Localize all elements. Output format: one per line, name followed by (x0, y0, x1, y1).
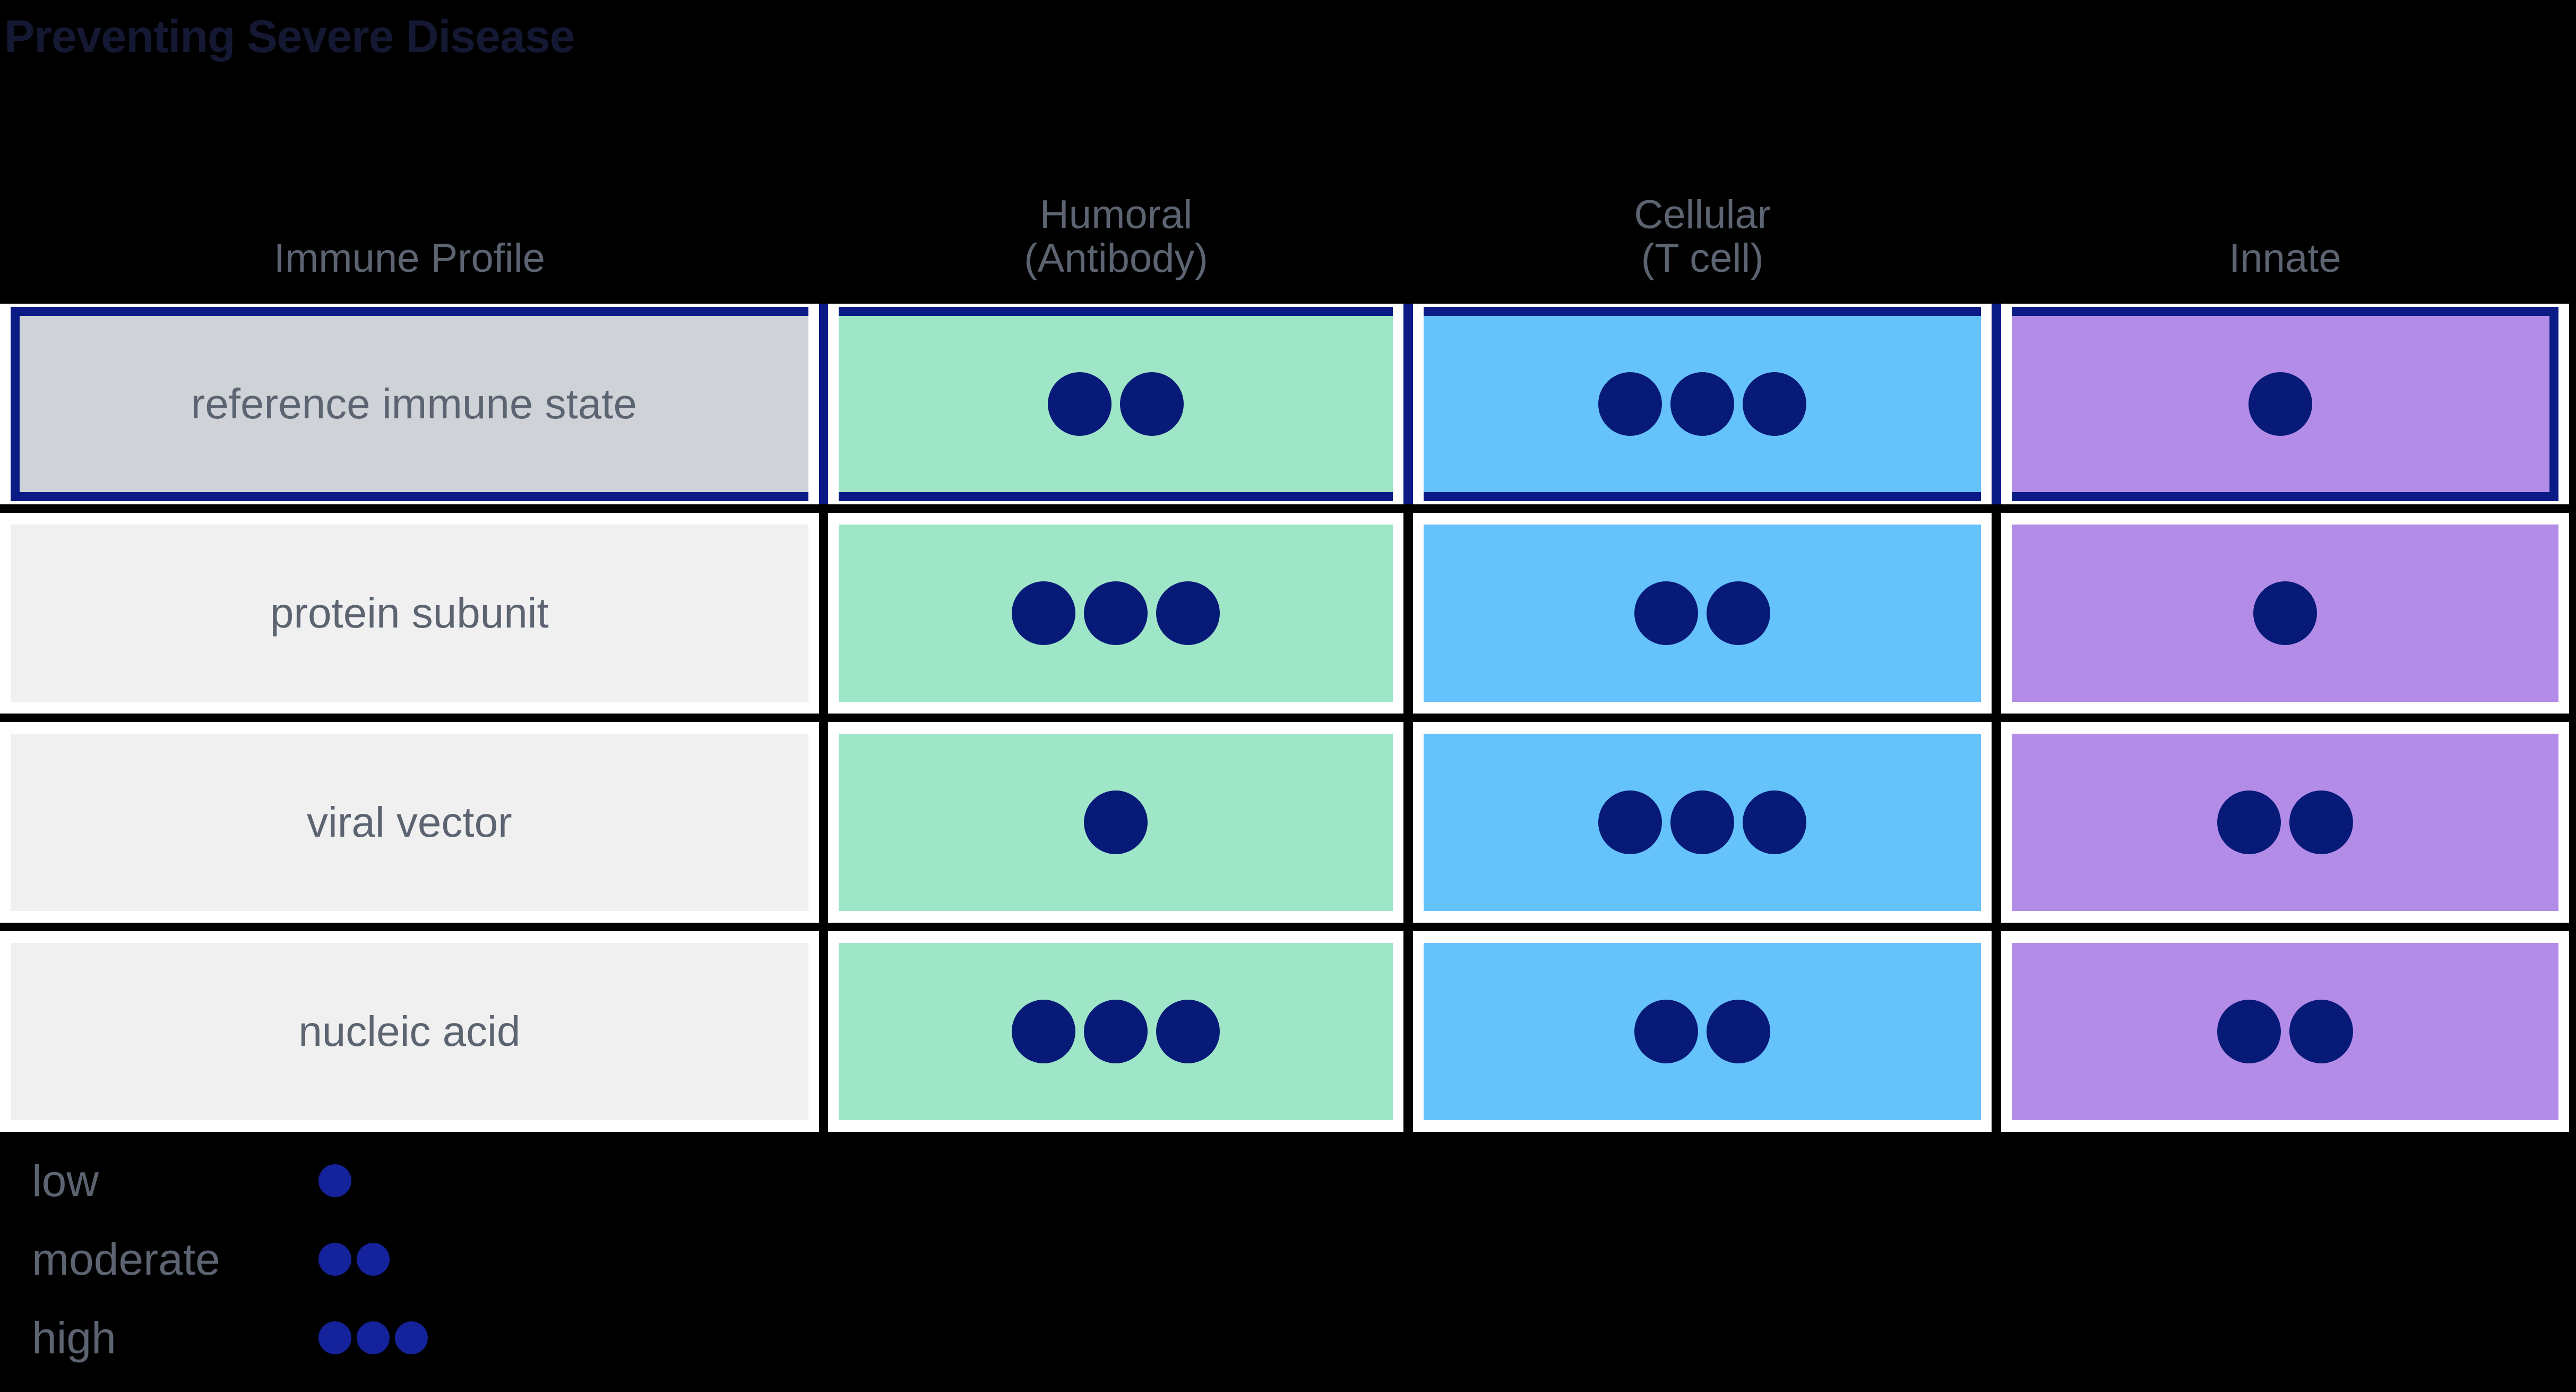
level-dot (1120, 372, 1184, 436)
row-separator (0, 923, 2569, 931)
level-dot (1084, 790, 1148, 854)
legend: low moderate high (0, 1141, 637, 1377)
level-dot (2217, 790, 2281, 854)
row-label-cell[interactable]: protein subunit (0, 513, 819, 714)
table-row[interactable]: reference immune state (0, 304, 2569, 504)
header-humoral: Humoral (Antibody) (829, 127, 1404, 287)
level-dot (1598, 372, 1662, 436)
table-row[interactable]: viral vector (0, 722, 2569, 923)
row-label-text: viral vector (306, 798, 512, 846)
row-label-cell[interactable]: viral vector (0, 722, 819, 923)
legend-label: moderate (32, 1234, 220, 1284)
column-separator (1992, 513, 2001, 714)
legend-dot (318, 1321, 351, 1354)
column-separator (1403, 722, 1414, 923)
level-dot (1012, 581, 1076, 645)
level-dot (2253, 581, 2317, 645)
level-dot (1598, 790, 1662, 854)
level-dot (2289, 790, 2353, 854)
row-label-text: nucleic acid (298, 1008, 521, 1055)
column-separator (1403, 513, 1414, 714)
header-line2: (Antibody) (1024, 235, 1208, 281)
legend-dot (395, 1321, 428, 1354)
column-separator (1403, 931, 1414, 1132)
level-dot (1670, 372, 1735, 436)
row-label-cell[interactable]: nucleic acid (0, 931, 819, 1132)
header-line1: Immune Profile (273, 235, 545, 281)
legend-dot (318, 1243, 351, 1276)
header-line1: Innate (2229, 235, 2341, 281)
column-separator (819, 513, 829, 714)
row-label-cell[interactable]: reference immune state (0, 304, 819, 504)
column-separator (1992, 304, 2001, 504)
column-separator (819, 931, 829, 1132)
cell-cellular[interactable] (1413, 931, 1992, 1132)
column-separator (819, 304, 829, 504)
level-dot (2289, 1000, 2353, 1063)
legend-item: moderate (0, 1220, 637, 1299)
cell-humoral[interactable] (828, 931, 1404, 1132)
column-separator (819, 722, 829, 923)
level-dot (1743, 372, 1807, 436)
level-dot (1012, 1000, 1076, 1063)
column-headers: Immune Profile Humoral (Antibody) Cellul… (0, 127, 2569, 287)
table-row[interactable]: nucleic acid (0, 931, 2569, 1132)
cell-cellular[interactable] (1413, 722, 1992, 923)
column-separator (1403, 304, 1414, 504)
header-innate: Innate (2001, 127, 2569, 287)
header-cellular: Cellular (T cell) (1413, 127, 1992, 287)
table-row[interactable]: protein subunit (0, 513, 2569, 714)
immune-profile-table: reference immune state protein subunit vir… (0, 304, 2569, 1132)
level-dot (1048, 372, 1112, 436)
legend-dots (318, 1321, 428, 1354)
row-separator (0, 714, 2569, 722)
legend-dot (357, 1321, 390, 1354)
level-dot (1156, 1000, 1220, 1063)
level-dot (1743, 790, 1807, 854)
level-dot (1084, 1000, 1148, 1063)
row-separator (0, 504, 2569, 513)
legend-dots (318, 1164, 351, 1197)
cell-innate[interactable] (2001, 931, 2569, 1132)
legend-label: high (32, 1312, 116, 1363)
header-immune-profile: Immune Profile (0, 127, 819, 287)
row-label-text: reference immune state (191, 380, 637, 427)
level-dot (2248, 372, 2313, 436)
legend-item: low (0, 1141, 637, 1220)
column-separator (1992, 722, 2001, 923)
cell-innate[interactable] (2001, 722, 2569, 923)
row-label-text: protein subunit (270, 589, 549, 637)
level-dot (1084, 581, 1148, 645)
cell-cellular[interactable] (1413, 304, 1992, 504)
legend-item: high (0, 1299, 637, 1377)
level-dot (2217, 1000, 2281, 1063)
level-dot (1670, 790, 1735, 854)
legend-dots (318, 1243, 390, 1276)
level-dot (1634, 581, 1699, 645)
level-dot (1156, 581, 1220, 645)
cell-humoral[interactable] (828, 513, 1404, 714)
cell-innate[interactable] (2001, 304, 2569, 504)
level-dot (1707, 581, 1771, 645)
legend-label: low (32, 1155, 99, 1206)
level-dot (1634, 1000, 1699, 1063)
legend-dot (318, 1164, 351, 1197)
header-line2: (T cell) (1641, 235, 1764, 281)
cell-humoral[interactable] (828, 304, 1404, 504)
header-line1: Humoral (1039, 192, 1193, 237)
page-title: Preventing Severe Disease (4, 11, 575, 62)
column-separator (1992, 931, 2001, 1132)
cell-innate[interactable] (2001, 513, 2569, 714)
legend-dot (357, 1243, 390, 1276)
level-dot (1707, 1000, 1771, 1063)
header-line1: Cellular (1634, 192, 1771, 237)
cell-cellular[interactable] (1413, 513, 1992, 714)
cell-humoral[interactable] (828, 722, 1404, 923)
